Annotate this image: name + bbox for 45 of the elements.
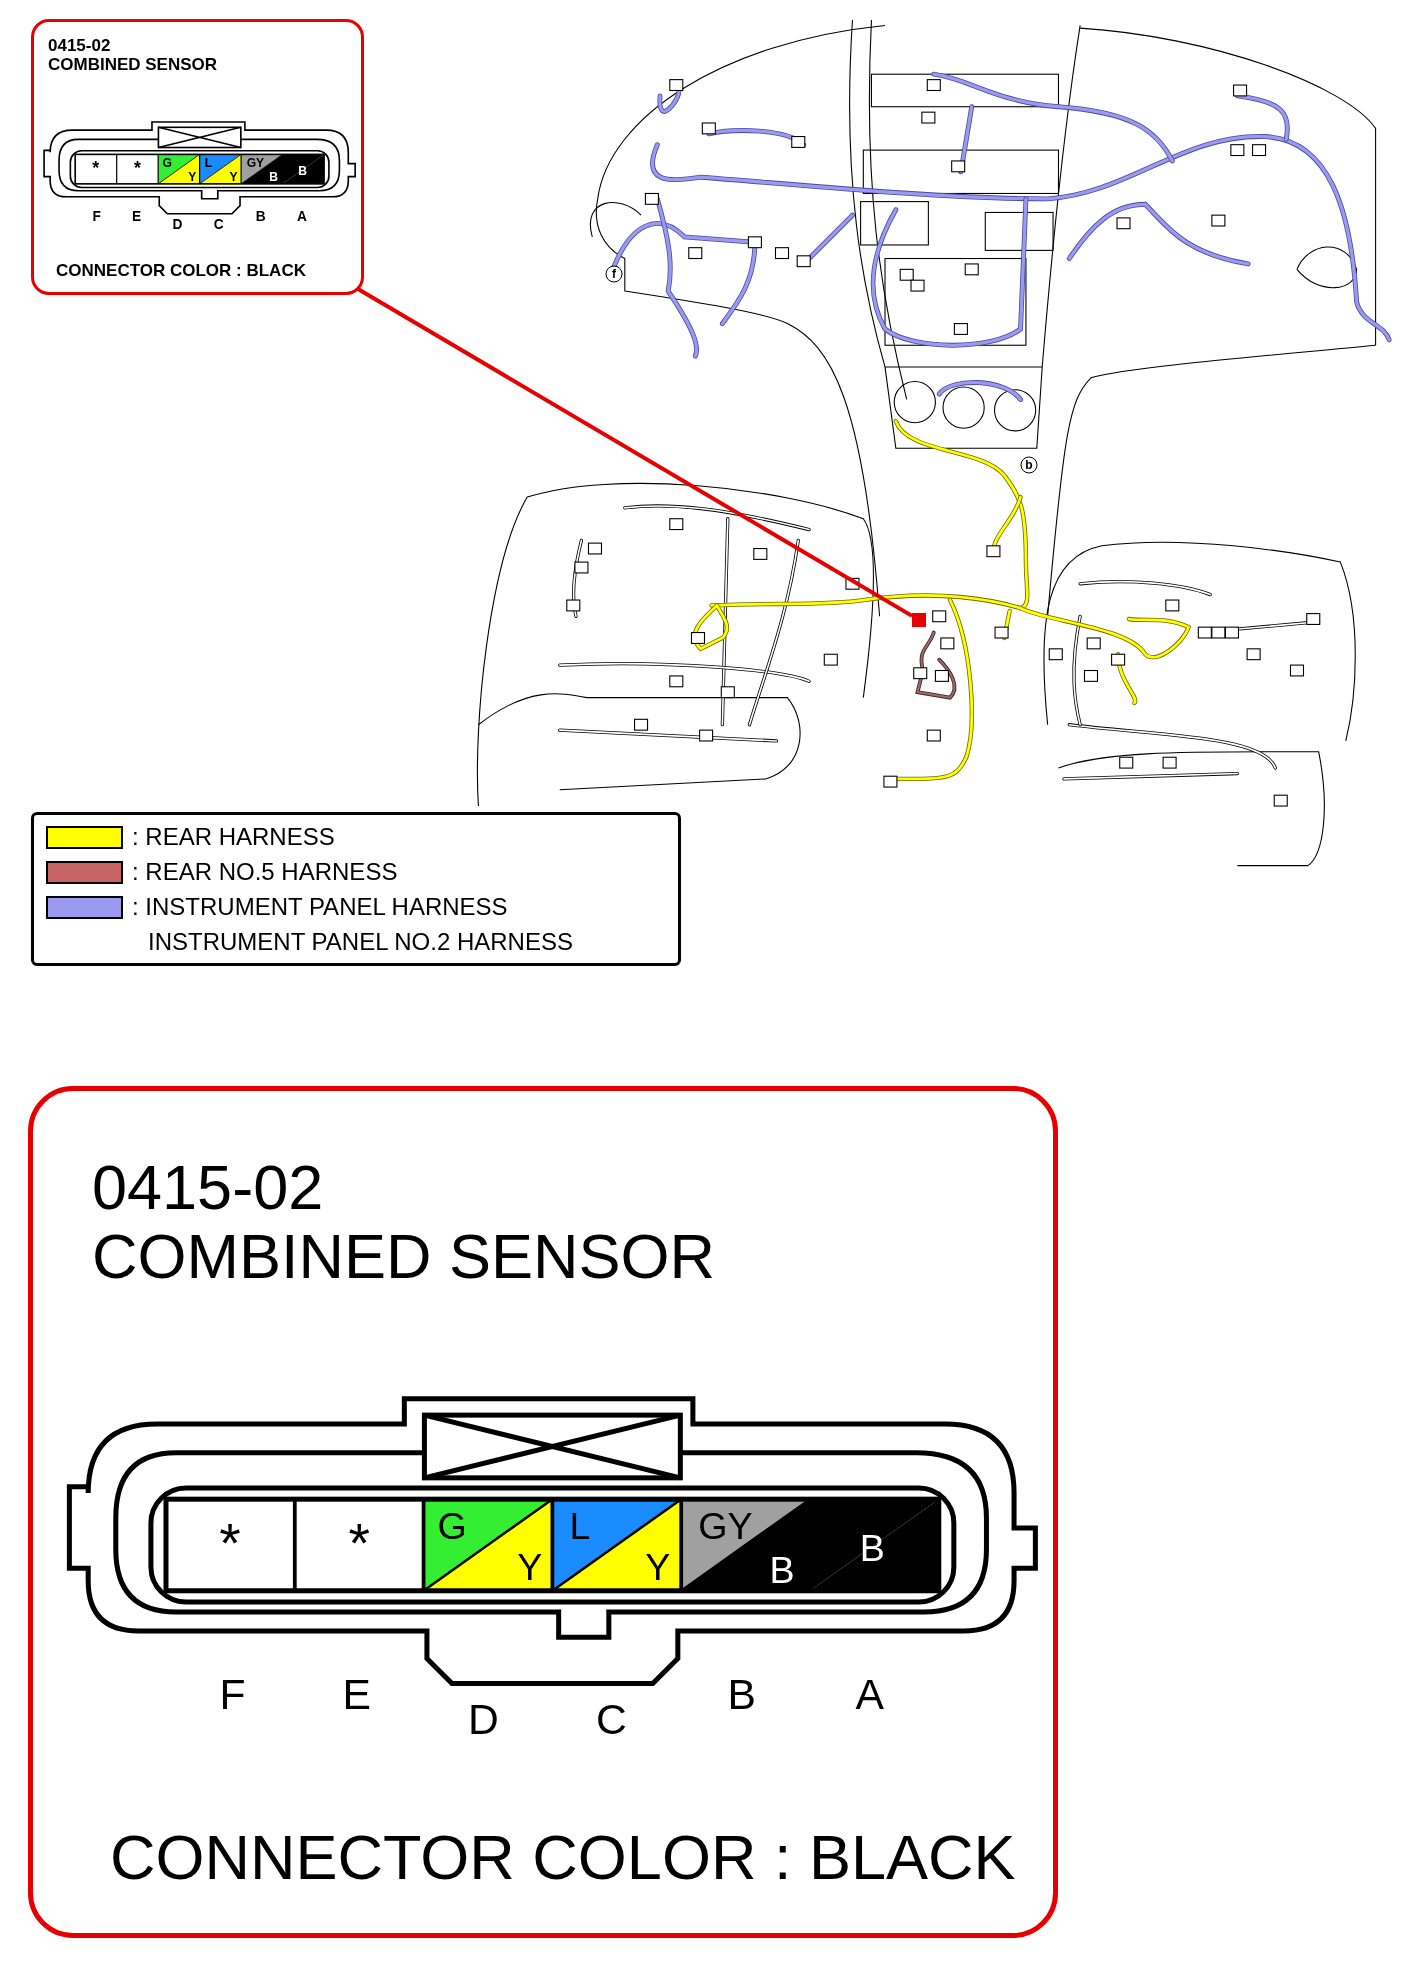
wire-color-code: B — [298, 164, 308, 177]
wire-color-code: L — [569, 1507, 591, 1546]
connector-detail-box — [31, 19, 364, 295]
wire-color-code: Y — [229, 170, 238, 183]
wire-color-code: G — [437, 1507, 467, 1546]
pin-letter: D — [172, 218, 183, 232]
pin-letter: F — [92, 210, 101, 224]
pin-empty-mark: * — [92, 160, 100, 178]
wire-color-code: B — [859, 1530, 885, 1569]
callout-letter: f — [605, 265, 623, 283]
connector-name: COMBINED SENSOR — [92, 1225, 716, 1288]
pin-letter: B — [727, 1672, 757, 1715]
pin-letter: C — [213, 218, 224, 232]
pin-letter: E — [342, 1672, 371, 1715]
pin-empty-mark: * — [348, 1516, 370, 1572]
connector-name: COMBINED SENSOR — [48, 56, 218, 73]
wire-color-code: Y — [188, 170, 197, 183]
wire-color-code: GY — [698, 1507, 753, 1546]
pin-letter: C — [595, 1697, 627, 1741]
connector-color-note: CONNECTOR COLOR : BLACK — [56, 262, 306, 279]
connector-code: 0415-02 — [48, 37, 111, 54]
legend-text: : INSTRUMENT PANEL HARNESS INSTRUMENT PANEL NO.2 HARNESS — [132, 892, 574, 957]
legend-text: : REAR NO.5 HARNESS — [132, 857, 399, 887]
wire-color-code: GY — [246, 157, 265, 170]
wire-color-code: G — [162, 157, 172, 170]
pin-letter: B — [255, 210, 266, 224]
wire-color-code: Y — [645, 1549, 671, 1587]
connector-code: 0415-02 — [92, 1156, 324, 1219]
pin-empty-mark: * — [133, 160, 141, 178]
leader-line — [357, 287, 913, 618]
pin-letter: D — [468, 1697, 499, 1741]
pin-letter: A — [855, 1672, 884, 1715]
pin-letter: F — [219, 1672, 246, 1715]
wire-color-code: Y — [517, 1549, 543, 1587]
connector-detail-box — [28, 1086, 1058, 1938]
pin-empty-mark: * — [219, 1516, 241, 1572]
legend-text: : REAR HARNESS — [132, 822, 336, 852]
pin-letter: E — [132, 210, 142, 224]
connector-location-marker — [912, 613, 926, 627]
callout-letter: b — [1020, 456, 1038, 474]
connector-color-note: CONNECTOR COLOR : BLACK — [110, 1826, 1016, 1889]
pin-letter: A — [296, 210, 307, 224]
wire-color-code: B — [269, 171, 278, 184]
wire-color-code: B — [769, 1551, 795, 1590]
wire-color-code: L — [204, 157, 213, 170]
